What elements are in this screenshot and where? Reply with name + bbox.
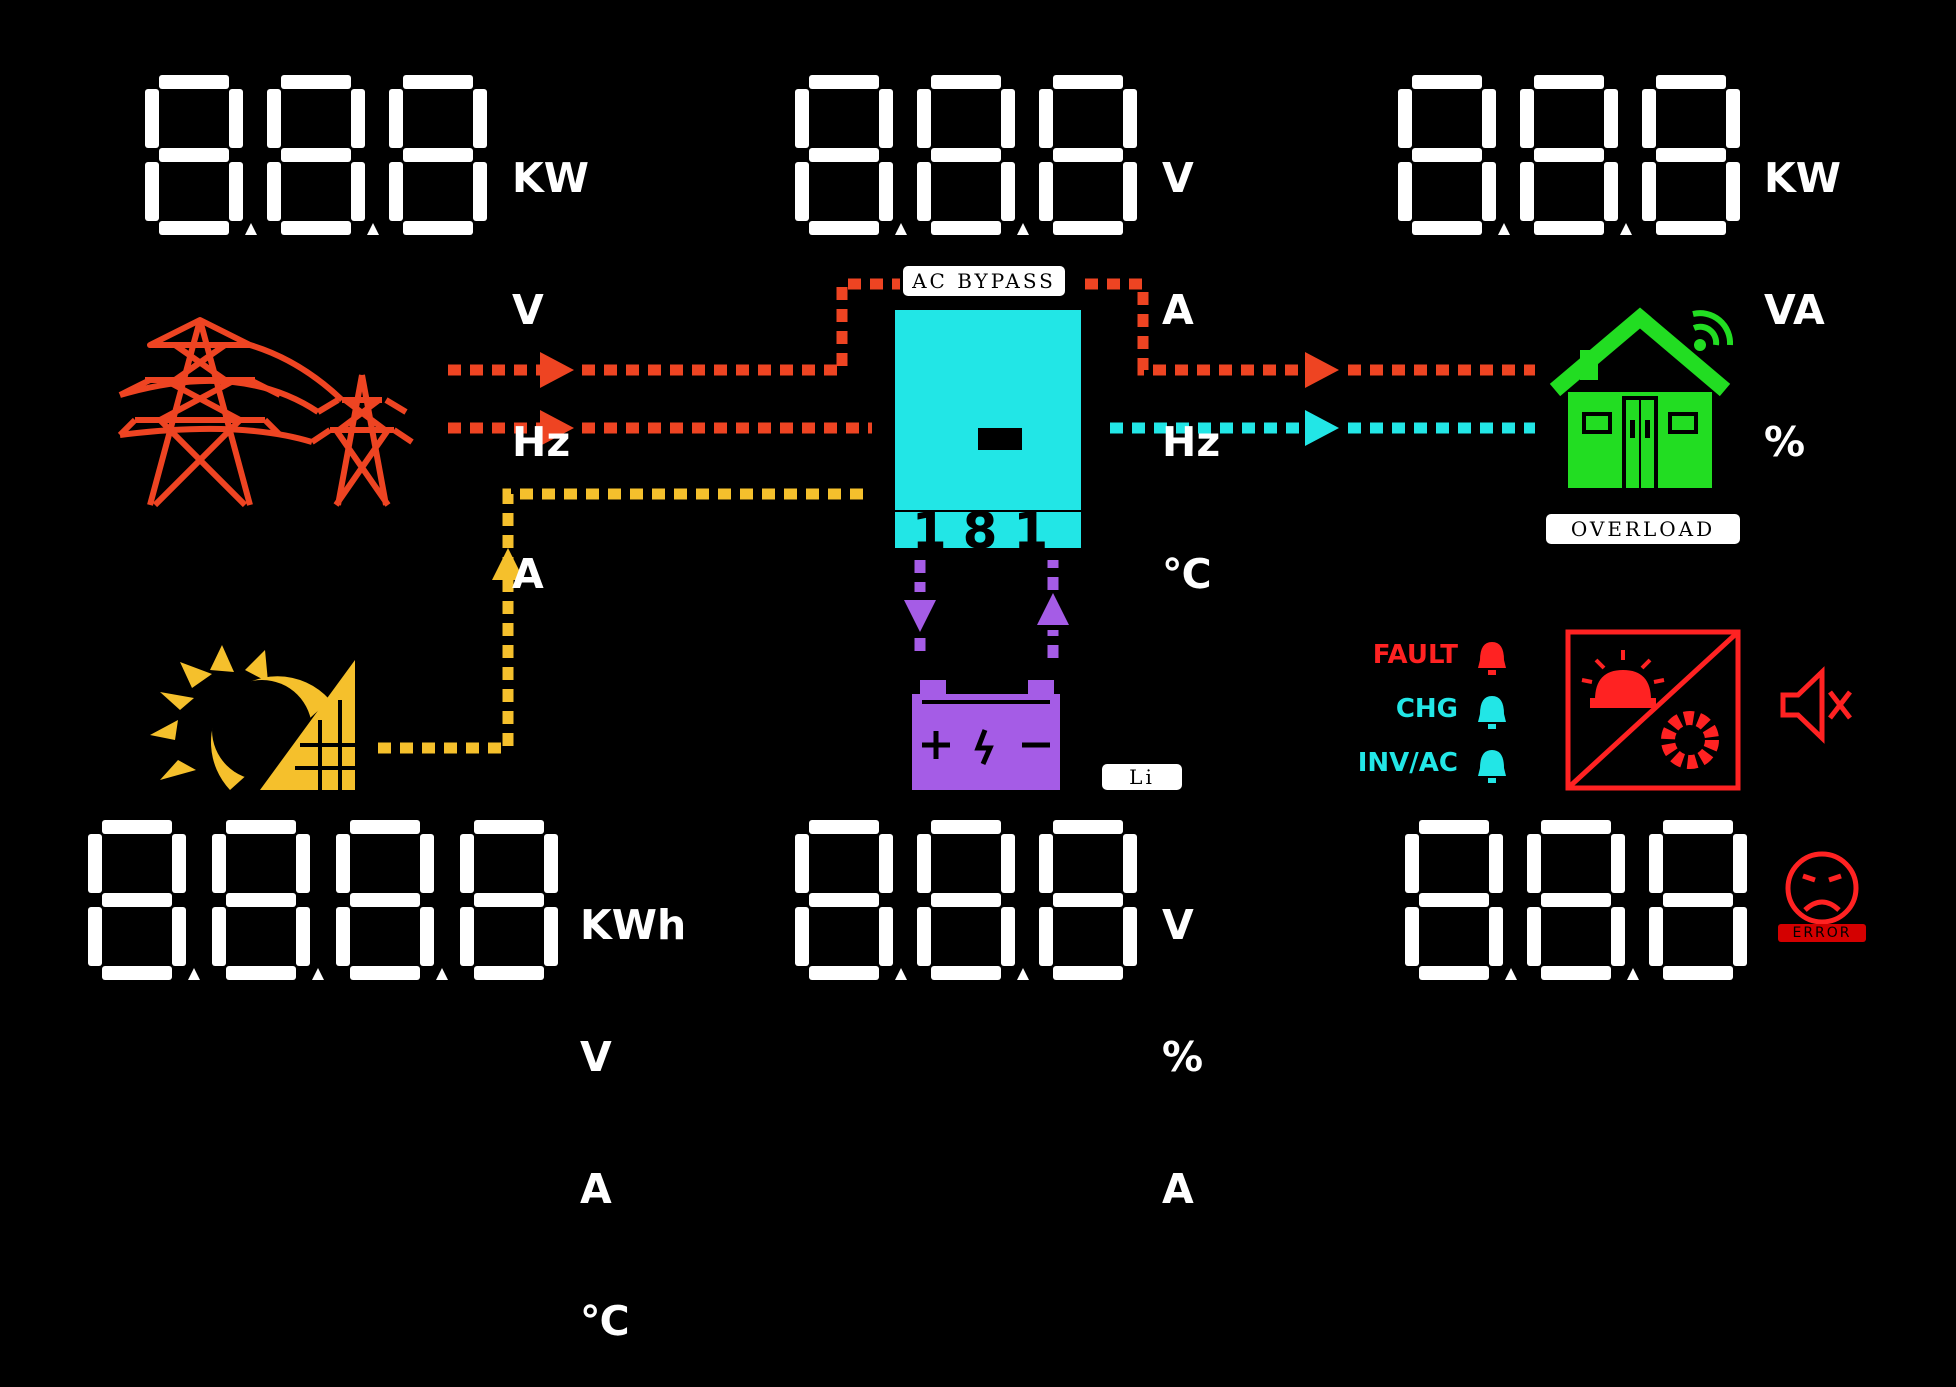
pv-arrow bbox=[492, 548, 524, 580]
bottom-right-digit-1 bbox=[1527, 820, 1625, 980]
seven-segment-layer bbox=[88, 75, 1747, 980]
bottom-center-digit-1 bbox=[917, 820, 1015, 980]
ac-bypass-label: AC BYPASS bbox=[903, 266, 1065, 296]
top-left-decimal-point bbox=[245, 223, 257, 235]
units-bottom-center: V % A bbox=[1162, 815, 1203, 1255]
units-bottom-left: KWh V A ℃ bbox=[580, 815, 686, 1387]
flow-arrows bbox=[492, 352, 1339, 632]
grid-arrow-2 bbox=[540, 410, 574, 446]
unit-a: A bbox=[580, 1165, 612, 1213]
unit-kw: KW bbox=[512, 154, 589, 202]
power-tower-icon bbox=[117, 317, 414, 508]
chg-label: CHG bbox=[1395, 694, 1458, 724]
top-right-digit-0 bbox=[1398, 75, 1496, 235]
bottom-left-digit-2 bbox=[336, 820, 434, 980]
unit-a: A bbox=[1162, 1165, 1194, 1213]
bottom-left-digit-3 bbox=[460, 820, 558, 980]
units-top-right: KW VA % bbox=[1764, 68, 1841, 508]
sad-face-icon bbox=[1785, 851, 1859, 925]
top-right-digit-2 bbox=[1642, 75, 1740, 235]
battery-icon bbox=[912, 680, 1060, 790]
units-top-left: KW V Hz A bbox=[512, 68, 589, 640]
top-left-digit-0 bbox=[145, 75, 243, 235]
unit-percent: % bbox=[1764, 418, 1806, 466]
unit-hz: Hz bbox=[512, 418, 571, 466]
battery-type-label: Li bbox=[1102, 764, 1182, 790]
bottom-left-decimal-point bbox=[312, 968, 324, 980]
inverter-icon: 181 bbox=[895, 310, 1081, 560]
units-top-center: V A Hz ℃ bbox=[1162, 68, 1220, 640]
top-left-digit-1 bbox=[267, 75, 365, 235]
bottom-left-decimal-point bbox=[188, 968, 200, 980]
error-badge: ERROR bbox=[1778, 924, 1866, 942]
bottom-right-digit-0 bbox=[1405, 820, 1503, 980]
inv-ac-label: INV/AC bbox=[1357, 748, 1458, 778]
bottom-center-digit-2 bbox=[1039, 820, 1137, 980]
unit-celsius: ℃ bbox=[1162, 550, 1212, 598]
top-right-digit-1 bbox=[1520, 75, 1618, 235]
battery-down-arrow bbox=[904, 600, 936, 632]
house-icon bbox=[1549, 307, 1734, 488]
alarm-bell-icon bbox=[1478, 642, 1506, 783]
top-center-digit-1 bbox=[917, 75, 1015, 235]
battery-up-arrow bbox=[1037, 593, 1069, 625]
unit-v: V bbox=[512, 286, 544, 334]
pv-flow-line bbox=[378, 488, 872, 754]
unit-va: VA bbox=[1764, 286, 1825, 334]
top-center-decimal-point bbox=[895, 223, 907, 235]
svg-text:181: 181 bbox=[912, 502, 1064, 560]
top-center-decimal-point bbox=[1017, 223, 1029, 235]
flow-lines bbox=[378, 278, 1535, 754]
load-arrow bbox=[1305, 410, 1339, 446]
grid-flow-line-1 bbox=[448, 278, 900, 376]
bottom-left-decimal-point bbox=[436, 968, 448, 980]
unit-kwh: KWh bbox=[580, 901, 687, 949]
bottom-left-digit-0 bbox=[88, 820, 186, 980]
overload-label: OVERLOAD bbox=[1546, 514, 1740, 544]
unit-v: V bbox=[1162, 154, 1194, 202]
top-left-decimal-point bbox=[367, 223, 379, 235]
bottom-right-digit-2 bbox=[1649, 820, 1747, 980]
grid-arrow-1 bbox=[540, 352, 574, 388]
bottom-center-decimal-point bbox=[895, 968, 907, 980]
lcd-display-canvas: 181 bbox=[88, 75, 1859, 980]
top-left-digit-2 bbox=[389, 75, 487, 235]
bypass-arrow bbox=[1305, 352, 1339, 388]
top-center-digit-2 bbox=[1039, 75, 1137, 235]
bottom-right-decimal-point bbox=[1505, 968, 1517, 980]
unit-celsius: ℃ bbox=[580, 1297, 630, 1345]
bottom-right-decimal-point bbox=[1627, 968, 1639, 980]
fault-gear-icon bbox=[1565, 629, 1741, 791]
top-center-digit-0 bbox=[795, 75, 893, 235]
solar-panel-icon bbox=[150, 645, 355, 790]
unit-a: A bbox=[1162, 286, 1194, 334]
bypass-flow-line bbox=[1085, 278, 1535, 376]
top-right-decimal-point bbox=[1498, 223, 1510, 235]
fault-label: FAULT bbox=[1372, 640, 1458, 670]
mute-icon bbox=[1780, 666, 1852, 744]
unit-a: A bbox=[512, 550, 544, 598]
bottom-center-decimal-point bbox=[1017, 968, 1029, 980]
unit-hz: Hz bbox=[1162, 418, 1221, 466]
unit-v: V bbox=[580, 1033, 612, 1081]
bottom-center-digit-0 bbox=[795, 820, 893, 980]
top-right-decimal-point bbox=[1620, 223, 1632, 235]
unit-kw: KW bbox=[1764, 154, 1841, 202]
bottom-left-digit-1 bbox=[212, 820, 310, 980]
unit-v: V bbox=[1162, 901, 1194, 949]
unit-percent: % bbox=[1162, 1033, 1204, 1081]
